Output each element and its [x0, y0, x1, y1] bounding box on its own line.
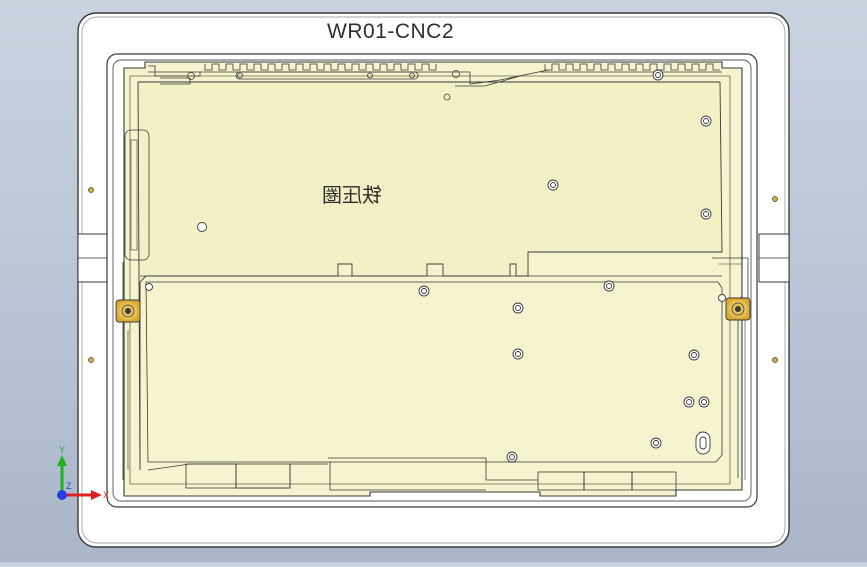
coordinate-triad[interactable]: Y X Z [57, 445, 109, 500]
engraved-label: 铁压圈 [322, 183, 382, 207]
hole [145, 283, 153, 291]
hole [547, 179, 559, 191]
triad-x-label: X [103, 490, 109, 500]
hole [603, 280, 615, 292]
top-slots [148, 65, 549, 101]
locating-pin-left [115, 299, 141, 323]
part-number-label: WR01-CNC2 [327, 20, 455, 43]
hole [688, 349, 700, 361]
triad-y-label: Y [59, 445, 65, 455]
dowel [772, 357, 778, 363]
hole [512, 348, 524, 360]
hole [197, 222, 207, 232]
hole [650, 437, 662, 449]
triad-z-label: Z [66, 481, 72, 491]
bottom-tabs [147, 457, 677, 491]
hole [718, 294, 726, 302]
locating-pin-right [725, 297, 751, 321]
mounting-holes [145, 69, 726, 463]
hole [683, 396, 695, 408]
hole [700, 208, 712, 220]
hole [652, 69, 664, 81]
part-body: 铁压圈 [122, 61, 749, 497]
slot-hole [695, 431, 711, 455]
hole [418, 285, 430, 297]
dowel [772, 196, 778, 202]
hole [698, 396, 710, 408]
dowel [88, 187, 94, 193]
hole [512, 302, 524, 314]
dowel [88, 357, 94, 363]
fixture-dowels [88, 187, 778, 363]
hole [700, 115, 712, 127]
hole [506, 451, 518, 463]
